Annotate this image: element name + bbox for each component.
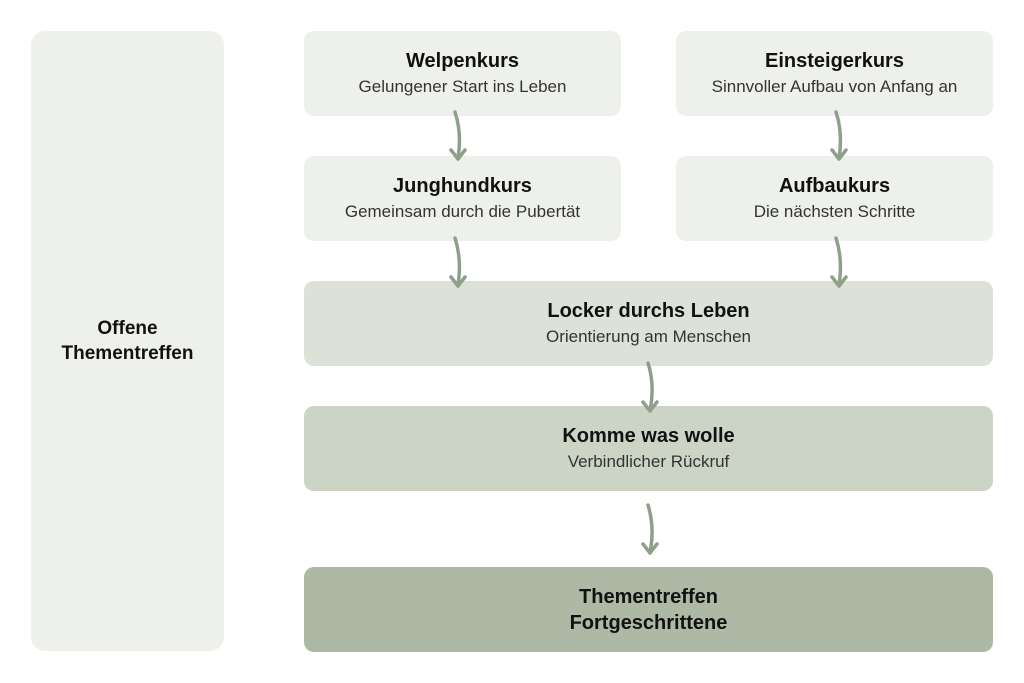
open-topic-meetings-panel: Offene Thementreffen <box>31 31 224 651</box>
arrow-aufbau-to-locker-icon <box>830 236 848 288</box>
course-title: Einsteigerkurs <box>765 50 904 72</box>
course-subtitle: Sinnvoller Aufbau von Anfang an <box>711 77 958 96</box>
course-subtitle: Gelungener Start ins Leben <box>358 77 567 96</box>
course-aufbaukurs: Aufbaukurs Die nächsten Schritte <box>676 156 993 241</box>
course-subtitle: Verbindlicher Rückruf <box>567 452 730 471</box>
course-junghundkurs: Junghundkurs Gemeinsam durch die Pubertä… <box>304 156 621 241</box>
open-topic-meetings-label-line1: Offene <box>97 318 158 339</box>
arrow-welpen-to-junghund-icon <box>449 110 467 161</box>
course-title: Junghundkurs <box>393 175 532 197</box>
course-title: Komme was wolle <box>562 425 735 447</box>
course-subtitle: Die nächsten Schritte <box>753 202 916 221</box>
course-title: Locker durchs Leben <box>547 300 750 322</box>
course-einsteigerkurs: Einsteigerkurs Sinnvoller Aufbau von Anf… <box>676 31 993 116</box>
arrow-junghund-to-locker-icon <box>449 236 467 288</box>
course-title-line1: Thementreffen <box>579 585 718 608</box>
course-welpenkurs: Welpenkurs Gelungener Start ins Leben <box>304 31 621 116</box>
course-subtitle: Orientierung am Menschen <box>545 327 752 346</box>
course-locker-durchs-leben: Locker durchs Leben Orientierung am Mens… <box>304 281 993 366</box>
course-subtitle: Gemeinsam durch die Pubertät <box>344 202 581 221</box>
arrow-komme-to-thementreffen-icon <box>641 503 659 555</box>
open-topic-meetings-label-line2: Thementreffen <box>61 343 194 364</box>
arrow-einsteiger-to-aufbau-icon <box>830 110 848 161</box>
course-title: Welpenkurs <box>406 50 519 72</box>
course-title-line2: Fortgeschrittene <box>569 611 728 634</box>
course-thementreffen-fortgeschrittene: Thementreffen Fortgeschrittene <box>304 567 993 652</box>
course-komme-was-wolle: Komme was wolle Verbindlicher Rückruf <box>304 406 993 491</box>
course-title: Aufbaukurs <box>778 175 891 197</box>
arrow-locker-to-komme-icon <box>641 361 659 413</box>
